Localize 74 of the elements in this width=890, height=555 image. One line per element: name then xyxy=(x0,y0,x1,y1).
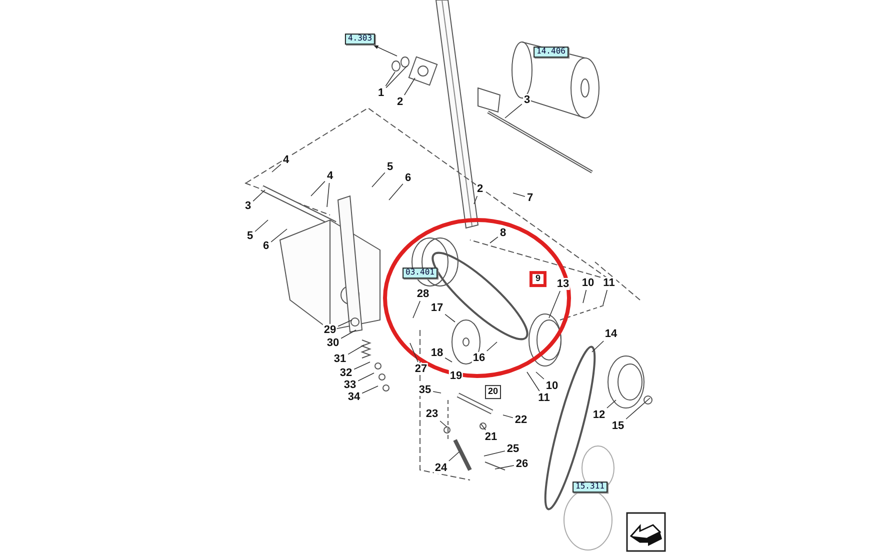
boxed-callout: 20 xyxy=(485,385,501,399)
callout-number: 5 xyxy=(246,230,254,242)
callout-number: 10 xyxy=(580,276,596,290)
leader-line xyxy=(386,66,408,88)
reference-tag: 03.401 xyxy=(402,268,438,278)
leader-line xyxy=(494,465,514,470)
leader-line xyxy=(272,164,282,172)
callout-number: 19 xyxy=(448,370,464,382)
callout-number: 13 xyxy=(556,278,570,290)
callout-number: 35 xyxy=(418,384,432,396)
leader-line xyxy=(252,190,266,202)
callout-number: 32 xyxy=(338,366,354,380)
callout-number: 26 xyxy=(514,458,530,470)
highlighted-callout: 9 xyxy=(530,271,546,287)
leader-line xyxy=(340,330,356,339)
leader-line xyxy=(444,314,456,322)
leader-line xyxy=(602,290,608,306)
leader-line xyxy=(526,372,540,392)
leader-line xyxy=(484,450,506,456)
callout-number: 3 xyxy=(244,200,252,212)
leader-line xyxy=(348,344,364,355)
callout-number: 29 xyxy=(322,324,338,336)
leader-line xyxy=(490,236,498,244)
leader-line xyxy=(502,414,514,418)
reference-tag: 4.303 xyxy=(344,34,376,44)
callout-number: 6 xyxy=(262,240,270,252)
callout-number: 30 xyxy=(326,336,340,350)
leader-line xyxy=(254,220,268,232)
callout-number: 16 xyxy=(472,352,486,364)
leader-line xyxy=(372,172,386,188)
reference-tag: 15.311 xyxy=(572,482,608,492)
leader-line xyxy=(412,300,420,318)
leader-line xyxy=(444,358,452,362)
leader-line xyxy=(310,180,326,196)
callout-number: 15 xyxy=(610,420,626,432)
leader-line xyxy=(512,192,526,197)
leader-line xyxy=(480,424,486,430)
leader-line xyxy=(354,362,370,370)
leader-line xyxy=(338,320,352,327)
leader-line xyxy=(404,78,416,96)
leader-line xyxy=(326,182,330,208)
callout-number: 10 xyxy=(544,380,560,392)
leader-line xyxy=(440,420,448,428)
leader-line xyxy=(504,104,522,118)
callout-number: 3 xyxy=(522,94,532,106)
leader-line xyxy=(385,72,396,86)
leader-line xyxy=(548,290,560,318)
callout-number: 25 xyxy=(506,442,520,456)
leader-line xyxy=(486,342,498,352)
arrow xyxy=(373,45,398,56)
callout-number: 34 xyxy=(346,390,362,404)
callout-number: 33 xyxy=(342,378,358,392)
leader-line xyxy=(474,196,478,204)
callout-number: 24 xyxy=(434,462,448,474)
leader-line xyxy=(592,340,604,352)
callout-number: 5 xyxy=(386,160,394,174)
leader-line xyxy=(270,228,288,242)
leader-line xyxy=(448,452,460,462)
leader-line xyxy=(582,290,587,304)
leader-line xyxy=(626,398,650,420)
leader-line xyxy=(432,391,442,394)
callout-number: 8 xyxy=(498,226,508,240)
callout-number: 28 xyxy=(416,288,430,300)
leader-line xyxy=(358,372,374,382)
leader-line xyxy=(606,400,616,408)
callout-number: 6 xyxy=(404,172,412,184)
leader-line xyxy=(388,184,404,200)
callout-number: 18 xyxy=(430,346,444,360)
callout-number: 31 xyxy=(332,352,348,366)
callout-number: 23 xyxy=(424,408,440,420)
leader-line xyxy=(536,372,544,380)
leader-line xyxy=(362,386,378,394)
reference-tag: 14.406 xyxy=(534,46,568,58)
leader-line xyxy=(410,342,418,362)
